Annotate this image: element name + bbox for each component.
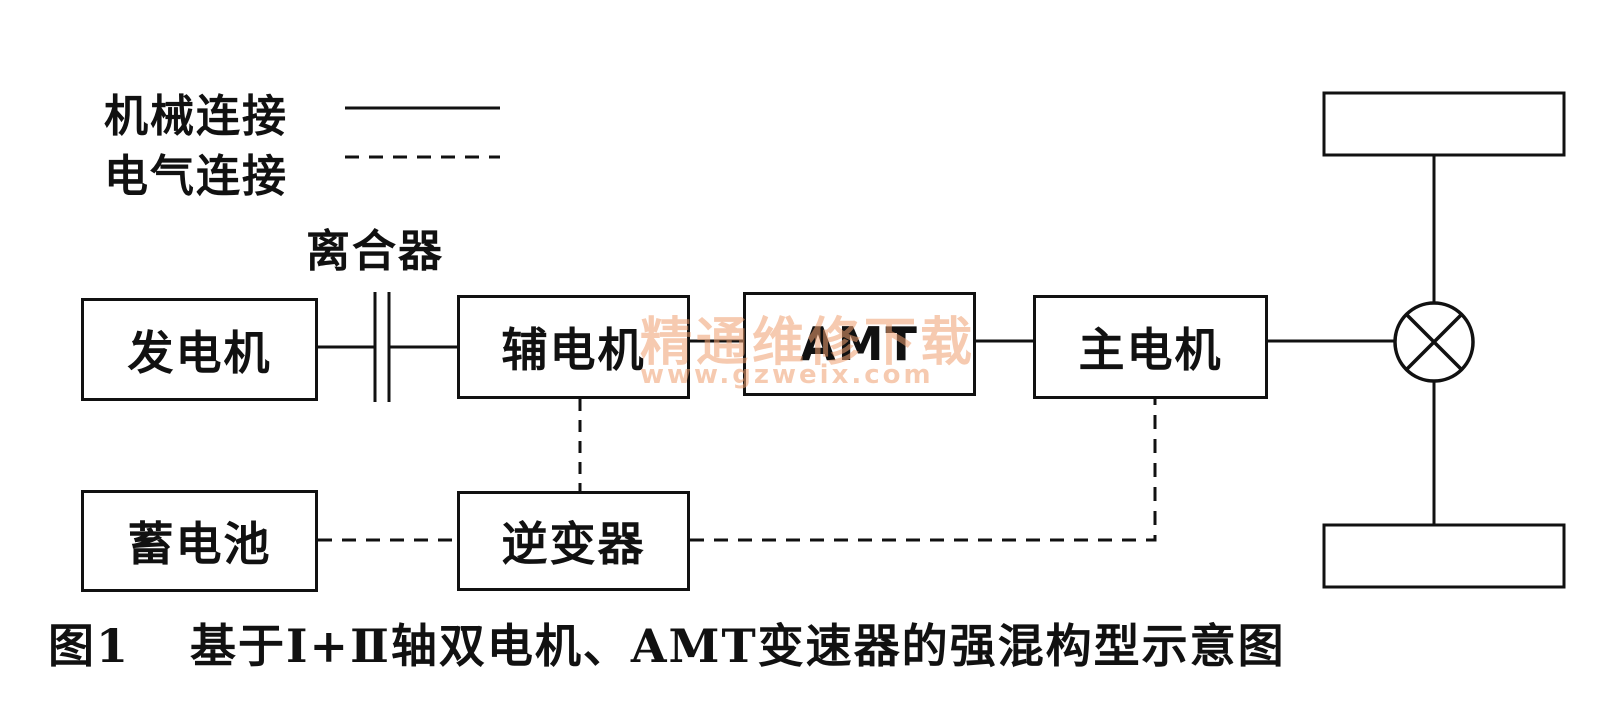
generator-block: 发电机 bbox=[81, 298, 318, 401]
amt-block: AMT bbox=[743, 292, 976, 396]
figure-caption-text: 基于Ⅰ+Ⅱ轴双电机、AMT变速器的强混构型示意图 bbox=[190, 619, 1286, 673]
differential-cross-b bbox=[1404, 312, 1464, 372]
legend-electrical-label: 电气连接 bbox=[104, 151, 288, 202]
aux-motor-label: 辅电机 bbox=[501, 323, 646, 377]
main-motor-label: 主电机 bbox=[1078, 323, 1223, 377]
amt-label: AMT bbox=[800, 317, 919, 371]
battery-label: 蓄电池 bbox=[127, 517, 272, 571]
wheel-upper bbox=[1322, 91, 1566, 157]
legend-mechanical-label: 机械连接 bbox=[104, 91, 288, 142]
figure-caption: 图1 基于Ⅰ+Ⅱ轴双电机、AMT变速器的强混构型示意图 bbox=[48, 610, 1286, 676]
watermark-site-name: 精通维修下载 bbox=[640, 313, 977, 373]
generator-label: 发电机 bbox=[127, 325, 272, 380]
elec-inverter-main-motor bbox=[690, 399, 1157, 542]
battery-block: 蓄电池 bbox=[81, 490, 318, 592]
main-motor-block: 主电机 bbox=[1033, 295, 1268, 399]
figure-number: 图1 bbox=[48, 619, 131, 673]
inverter-label: 逆变器 bbox=[501, 517, 646, 571]
clutch-label: 离合器 bbox=[306, 226, 444, 277]
inverter-block: 逆变器 bbox=[457, 491, 690, 591]
wheel-lower bbox=[1322, 523, 1566, 589]
aux-motor-block: 辅电机 bbox=[457, 295, 690, 399]
watermark-url: www.gzweix.com bbox=[640, 360, 934, 390]
